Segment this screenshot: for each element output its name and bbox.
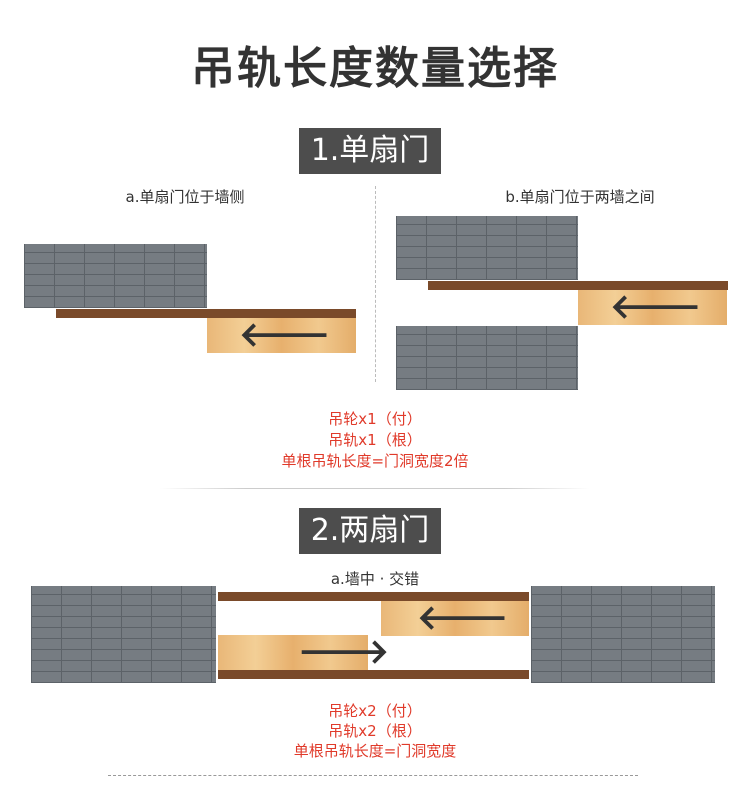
- section1-case-a-label: a.单扇门位于墙侧: [125, 188, 245, 206]
- section1-case-b-label: b.单扇门位于两墙之间: [505, 188, 655, 206]
- arrow-left-icon: 🡐: [417, 598, 509, 638]
- arrow-left-icon: 🡐: [239, 315, 331, 355]
- section2-heading: 2.两扇门: [299, 508, 441, 554]
- wall-top: [396, 216, 578, 280]
- section2-note-rails: 吊轨x2（根）: [328, 722, 422, 740]
- arrow-right-icon: 🡒: [298, 632, 390, 672]
- section-separator: [160, 488, 590, 489]
- wall: [24, 244, 207, 308]
- sliding-door: 🡐: [578, 290, 727, 325]
- wall-bottom: [396, 326, 578, 390]
- wall-right: [531, 586, 715, 683]
- hanging-rail: [428, 281, 728, 290]
- sliding-door: 🡐: [207, 318, 356, 353]
- section2-note-length: 单根吊轨长度=门洞宽度: [293, 742, 457, 760]
- wall-left: [31, 586, 216, 683]
- arrow-left-icon: 🡐: [610, 287, 702, 327]
- section1-note-rails: 吊轨x1（根）: [328, 431, 422, 449]
- section2-case-a-label: a.墙中 · 交错: [330, 570, 420, 588]
- sliding-door-left: 🡒: [218, 635, 389, 670]
- bottom-divider: [108, 775, 638, 776]
- section1-divider: [375, 186, 376, 382]
- hanging-rail-bottom: [218, 670, 529, 679]
- hanging-rail-top: [218, 592, 529, 601]
- section2-note-wheels: 吊轮x2（付）: [328, 702, 422, 720]
- section1-note-wheels: 吊轮x1（付）: [328, 410, 422, 428]
- sliding-door-right: 🡐: [381, 601, 529, 636]
- section1-note-length: 单根吊轨长度=门洞宽度2倍: [281, 452, 469, 470]
- section1-heading: 1.单扇门: [299, 128, 441, 174]
- hanging-rail: [56, 309, 356, 318]
- page-title: 吊轨长度数量选择: [191, 43, 559, 94]
